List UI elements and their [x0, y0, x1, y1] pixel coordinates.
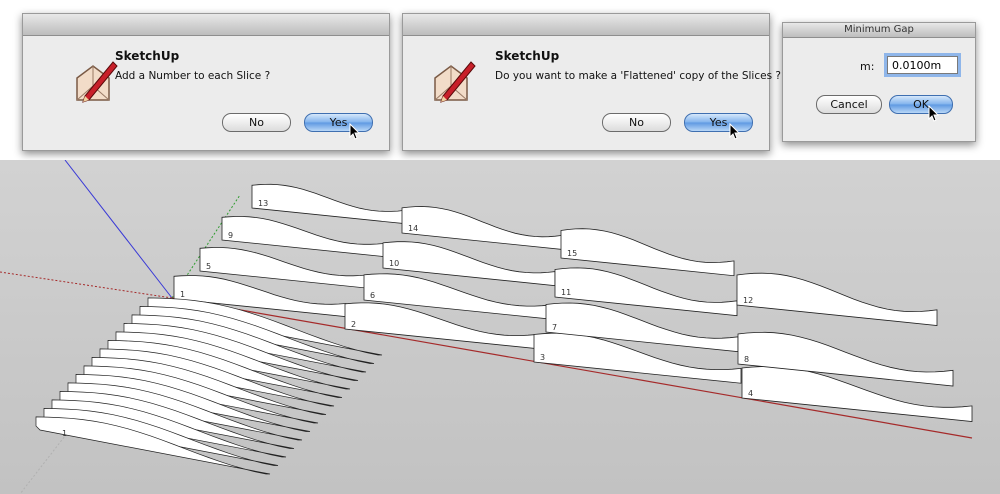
flattened-slice[interactable] — [199, 247, 368, 289]
slice-number-label: 11 — [561, 288, 571, 297]
flattened-slice[interactable] — [344, 302, 537, 350]
flattened-slice[interactable] — [173, 275, 347, 318]
mouse-pointer-icon — [349, 123, 360, 140]
flattened-slice[interactable] — [554, 267, 738, 317]
stacked-slices: 151413121110987654321 — [35, 297, 383, 475]
dialog-minimum-gap: Minimum Gap m: 0.0100m Cancel OK — [782, 22, 976, 142]
slice-number-label: 3 — [540, 353, 545, 362]
slice-number-label: 7 — [552, 323, 557, 332]
dialog-flattened-copy: SketchUp Do you want to make a 'Flattene… — [402, 13, 781, 151]
slice-number-label: 4 — [748, 389, 753, 398]
dialog-title-bar[interactable]: Minimum Gap — [783, 23, 975, 38]
cancel-button[interactable]: Cancel — [816, 95, 882, 114]
flattened-slice[interactable] — [382, 241, 556, 287]
flattened-slice[interactable] — [737, 331, 954, 387]
yes-button[interactable]: Yes — [684, 113, 753, 132]
no-button[interactable]: No — [222, 113, 291, 132]
slice-number-label: 8 — [744, 355, 749, 364]
slice-number-label: 14 — [408, 224, 418, 233]
dialog-title: SketchUp — [495, 49, 560, 63]
dialog-title-bar[interactable] — [23, 14, 389, 36]
slice-number-label: 5 — [206, 262, 211, 271]
dialog-title: SketchUp — [115, 49, 180, 63]
slice-number-label: 9 — [228, 231, 233, 240]
gap-input[interactable]: 0.0100m — [887, 56, 958, 74]
flattened-slice[interactable] — [401, 206, 563, 250]
flattened-slice[interactable] — [251, 183, 405, 225]
slice-number-label: 10 — [389, 259, 399, 268]
flattened-slice[interactable] — [560, 228, 735, 277]
slice-number-label: 15 — [567, 249, 577, 258]
dialog-title-bar[interactable] — [403, 14, 769, 36]
ok-button[interactable]: OK — [889, 95, 953, 114]
slice-number-label: 1 — [62, 429, 67, 438]
red-axis-negative — [0, 271, 173, 299]
slice-number-label: 2 — [351, 320, 356, 329]
slice-number-label: 13 — [258, 199, 268, 208]
mouse-pointer-icon — [729, 123, 740, 140]
mouse-pointer-icon — [928, 105, 939, 122]
sketchup-app-icon — [76, 61, 118, 103]
no-button[interactable]: No — [602, 113, 671, 132]
slice-number-label: 1 — [180, 290, 185, 299]
flattened-slice[interactable] — [221, 216, 385, 258]
flattened-slice[interactable] — [736, 272, 938, 326]
dialog-message: Do you want to make a 'Flattened' copy o… — [495, 70, 781, 82]
slice-number-label: 12 — [743, 296, 753, 305]
flattened-slice[interactable] — [363, 273, 551, 320]
red-axis — [171, 297, 973, 439]
blue-axis — [64, 160, 173, 299]
dialog-message: Add a Number to each Slice ? — [115, 70, 271, 82]
dialog-add-number: SketchUp Add a Number to each Slice ? No… — [22, 13, 390, 151]
slice-number-label: 6 — [370, 291, 375, 300]
yes-button[interactable]: Yes — [304, 113, 373, 132]
stacked-slice[interactable] — [35, 416, 271, 475]
flattened-slice[interactable] — [545, 302, 739, 353]
sketchup-app-icon — [434, 61, 476, 103]
gap-field-label: m: — [860, 60, 875, 73]
window-title: Minimum Gap — [844, 24, 914, 35]
